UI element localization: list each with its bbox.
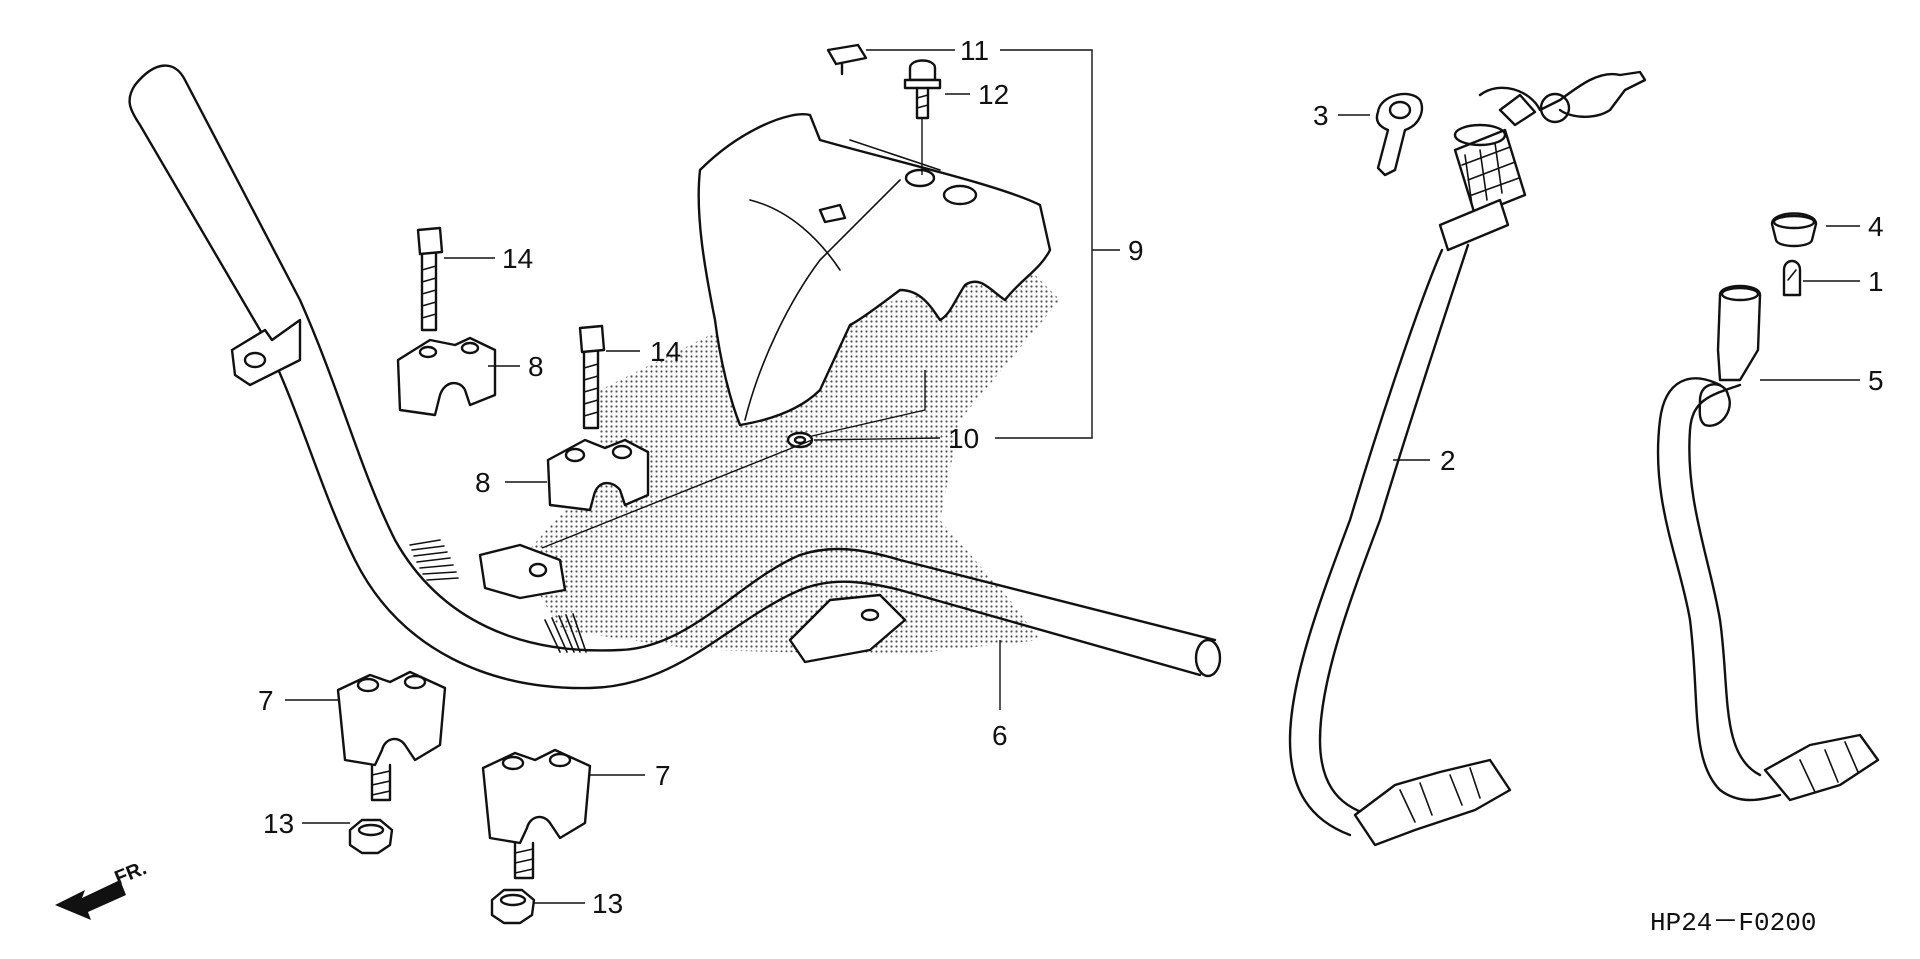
callout-6: 6 bbox=[992, 720, 1008, 751]
arrow-left-icon bbox=[55, 880, 126, 920]
clip-11 bbox=[826, 43, 868, 76]
bar-bracket bbox=[230, 318, 302, 387]
lower-mount bbox=[478, 543, 567, 600]
knurl-band-upper bbox=[409, 539, 459, 581]
callout-3: 3 bbox=[1313, 100, 1329, 131]
diagram-code: HP24－F0200 bbox=[1650, 908, 1816, 938]
key-3 bbox=[1375, 92, 1424, 177]
nut-13-upper bbox=[348, 818, 394, 855]
callout-8-upper: 8 bbox=[528, 351, 544, 382]
holder-upper bbox=[396, 336, 497, 417]
callout-5: 5 bbox=[1868, 365, 1884, 396]
handlebar bbox=[128, 64, 1222, 690]
callout-12: 12 bbox=[978, 79, 1009, 110]
callouts: 11 12 9 10 14 8 14 8 6 7 7 13 13 3 2 4 1… bbox=[258, 35, 1884, 919]
callout-4: 4 bbox=[1868, 211, 1884, 242]
cap-4 bbox=[1770, 212, 1818, 248]
bolt-14-left bbox=[416, 226, 444, 332]
callout-1: 1 bbox=[1868, 266, 1884, 297]
holder-lower bbox=[546, 438, 650, 512]
bolt-14-right bbox=[578, 324, 606, 430]
ignition-switch bbox=[1288, 70, 1647, 847]
knurl-band-lower bbox=[544, 613, 587, 653]
holder-7-left bbox=[336, 670, 447, 802]
holder-7-right bbox=[481, 748, 592, 880]
callout-11: 11 bbox=[960, 35, 989, 66]
callout-9: 9 bbox=[1128, 235, 1144, 266]
callout-8-lower: 8 bbox=[475, 467, 491, 498]
callout-7-left: 7 bbox=[258, 685, 274, 716]
front-direction-arrow: FR. bbox=[55, 857, 150, 920]
direction-label: FR. bbox=[112, 857, 150, 889]
callout-7-right: 7 bbox=[655, 760, 671, 791]
socket-5 bbox=[1656, 284, 1880, 802]
callout-10: 10 bbox=[948, 423, 979, 454]
nut-13-lower bbox=[490, 888, 536, 925]
callout-13-upper: 13 bbox=[263, 808, 294, 839]
callout-2: 2 bbox=[1440, 445, 1456, 476]
callout-13-lower: 13 bbox=[592, 888, 623, 919]
handlebar-cover bbox=[697, 113, 1052, 427]
shadow-stipple bbox=[520, 270, 1060, 655]
bulb-1 bbox=[1782, 259, 1802, 297]
screw-12 bbox=[903, 59, 942, 120]
callout-14-left: 14 bbox=[502, 243, 533, 274]
callout-14-right: 14 bbox=[650, 336, 681, 367]
leader-lines bbox=[285, 49, 1860, 904]
